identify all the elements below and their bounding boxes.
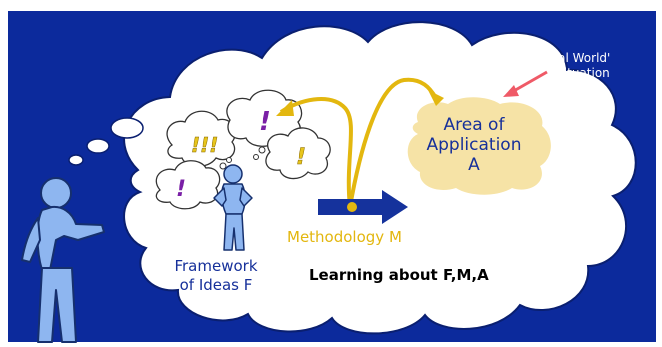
connector-bubble: [258, 146, 266, 154]
area-of-application-blob: [407, 97, 551, 195]
idea-mark-triple: !!!: [191, 133, 218, 157]
big-figure: [21, 177, 105, 343]
methodology-curve-right: [348, 77, 438, 208]
framework-label-line2: of Ideas F: [180, 276, 253, 294]
thought-bubble-large: [110, 117, 144, 139]
idea-cloud-top: [226, 89, 303, 147]
framework-label-line1: Framework: [174, 257, 257, 275]
idea-mark-yellow-right: !: [296, 145, 306, 170]
curve-arrowhead-right: [428, 90, 444, 106]
curve-origin-dot: [347, 202, 357, 212]
real-world-label-line1: 'Real World': [540, 51, 611, 65]
idea-cloud-left: [166, 110, 236, 167]
connector-bubble: [226, 157, 232, 163]
methodology-label: Methodology M: [287, 228, 402, 246]
idea-mark-purple-bottom: !: [176, 177, 186, 202]
small-figure: [213, 164, 253, 251]
thought-bubble-medium: [86, 138, 110, 154]
pointer-line: [511, 70, 548, 94]
area-label-line3: A: [468, 155, 480, 175]
curve-arrowhead-left: [276, 100, 294, 116]
idea-cloud-bottom: [155, 160, 221, 210]
area-label-line1: Area of: [444, 115, 506, 135]
connector-bubble: [253, 154, 259, 160]
methodology-curve: [279, 97, 353, 208]
blue-arrow: [318, 190, 408, 224]
thought-bubble-small: [68, 154, 84, 166]
idea-cloud-right: [265, 127, 331, 180]
idea-mark-purple-top: !: [259, 107, 271, 137]
real-world-label-line2: Situation: [556, 66, 610, 80]
learning-label: Learning about F,M,A: [309, 266, 489, 284]
area-label-line2: Application: [427, 135, 522, 155]
connector-bubble: [219, 162, 227, 170]
pointer-arrowhead: [503, 85, 519, 97]
